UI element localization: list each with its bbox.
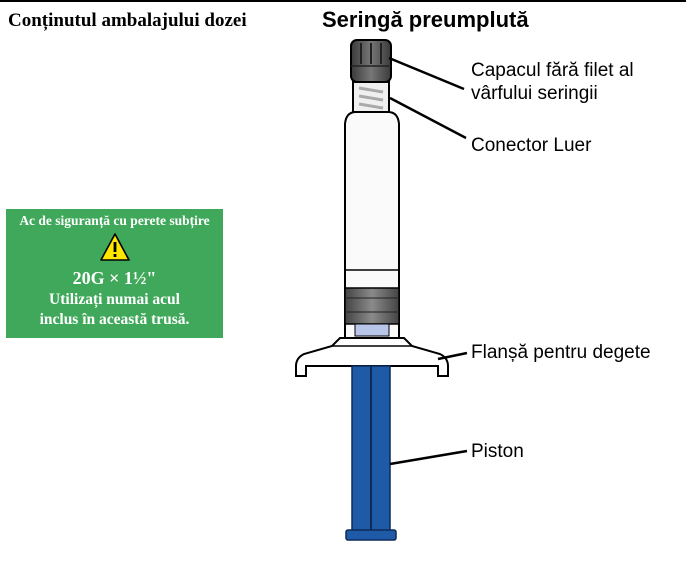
needle-card-title: Ac de siguranță cu perete subțire bbox=[19, 213, 210, 228]
plunger-rod bbox=[345, 365, 397, 541]
leader-line-plunger bbox=[389, 449, 468, 466]
callout-flange: Flanșă pentru degete bbox=[471, 342, 651, 363]
needle-gauge: 20G × 1½" bbox=[72, 268, 157, 288]
finger-flange bbox=[295, 337, 449, 377]
callout-cap-line2: vârfului seringii bbox=[471, 83, 598, 104]
needle-instruction-line1: Utilizați numai acul bbox=[49, 291, 180, 308]
luer-connector bbox=[352, 81, 390, 113]
callout-luer: Conector Luer bbox=[471, 135, 592, 156]
needle-info-card: Ac de siguranță cu perete subțire 20G × … bbox=[6, 209, 223, 338]
section-heading: Conținutul ambalajului dozei bbox=[8, 10, 247, 31]
callout-cap: Capacul fără filet al vârfului seringii bbox=[471, 59, 634, 105]
callout-cap-line1: Capacul fără filet al bbox=[471, 60, 634, 81]
syringe-stopper bbox=[344, 287, 400, 337]
callout-plunger: Piston bbox=[471, 441, 524, 462]
leader-line-luer bbox=[389, 96, 467, 140]
leader-line-flange bbox=[437, 351, 468, 361]
needle-instruction-line2: inclus în această trusă. bbox=[39, 311, 190, 328]
syringe-tip-cap bbox=[350, 39, 392, 83]
leader-line-cap bbox=[388, 56, 465, 91]
warning-triangle-icon bbox=[100, 233, 130, 261]
top-rule bbox=[0, 0, 686, 2]
diagram-title: Seringă preumplută bbox=[322, 7, 529, 32]
